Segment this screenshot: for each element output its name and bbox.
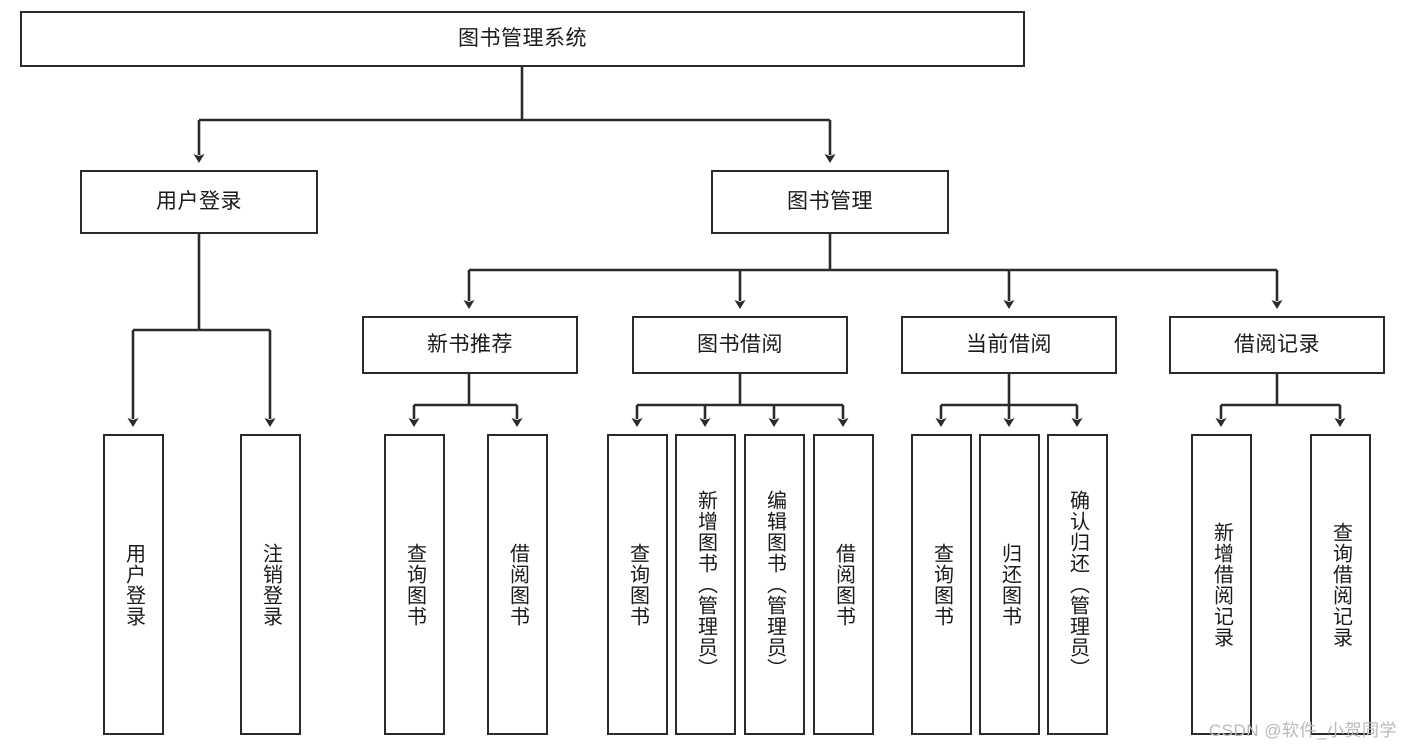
node-borrow-record-label: 借阅记录	[1234, 332, 1320, 356]
leaf-current-borrow-query-label: 查询图书	[930, 542, 953, 627]
leaf-book-borrow-edit[interactable]: 编辑图书（管理员）	[744, 434, 805, 735]
leaf-new-book-borrow-label: 借阅图书	[506, 542, 529, 627]
leaf-book-borrow-borrow-label: 借阅图书	[832, 542, 855, 627]
edge-new-book-to-leaves	[408, 374, 523, 427]
edge-borrow-record-to-leaves	[1215, 374, 1346, 427]
node-book-borrow-label: 图书借阅	[697, 332, 783, 356]
node-new-book-recommend-label: 新书推荐	[427, 332, 513, 356]
leaf-new-book-borrow[interactable]: 借阅图书	[487, 434, 548, 735]
node-user-login[interactable]: 用户登录	[80, 170, 318, 234]
leaf-borrow-record-query-label: 查询借阅记录	[1329, 521, 1352, 648]
node-book-management[interactable]: 图书管理	[711, 170, 949, 234]
leaf-user-login-logout[interactable]: 注销登录	[240, 434, 301, 735]
leaf-current-borrow-confirm-return-label: 确认归还（管理员）	[1066, 490, 1089, 679]
node-current-borrow-label: 当前借阅	[966, 332, 1052, 356]
leaf-user-login-logout-label: 注销登录	[259, 542, 282, 627]
leaf-borrow-record-query[interactable]: 查询借阅记录	[1310, 434, 1371, 735]
leaf-book-borrow-add-label: 新增图书（管理员）	[694, 490, 717, 679]
edge-current-borrow-to-leaves	[935, 374, 1083, 427]
leaf-current-borrow-return[interactable]: 归还图书	[979, 434, 1040, 735]
leaf-current-borrow-confirm-return[interactable]: 确认归还（管理员）	[1047, 434, 1108, 735]
leaf-current-borrow-return-label: 归还图书	[998, 542, 1021, 627]
csdn-watermark: CSDN @软件_小贺同学	[1208, 721, 1397, 740]
edge-book-mgmt-to-level3	[463, 234, 1283, 309]
node-root-system-label: 图书管理系统	[458, 26, 587, 50]
leaf-book-borrow-add[interactable]: 新增图书（管理员）	[675, 434, 736, 735]
node-new-book-recommend[interactable]: 新书推荐	[362, 316, 578, 374]
node-current-borrow[interactable]: 当前借阅	[901, 316, 1117, 374]
node-borrow-record[interactable]: 借阅记录	[1169, 316, 1385, 374]
leaf-current-borrow-query[interactable]: 查询图书	[911, 434, 972, 735]
edge-user-login-to-leaves	[127, 234, 276, 427]
edge-root-to-level2	[193, 67, 836, 163]
leaf-new-book-query-label: 查询图书	[403, 542, 426, 627]
node-book-management-label: 图书管理	[787, 189, 873, 213]
edge-book-borrow-to-leaves	[631, 374, 849, 427]
leaf-book-borrow-query-label: 查询图书	[626, 542, 649, 627]
leaf-borrow-record-add[interactable]: 新增借阅记录	[1191, 434, 1252, 735]
leaf-book-borrow-query[interactable]: 查询图书	[607, 434, 668, 735]
leaf-borrow-record-add-label: 新增借阅记录	[1210, 521, 1233, 648]
leaf-new-book-query[interactable]: 查询图书	[384, 434, 445, 735]
leaf-book-borrow-borrow[interactable]: 借阅图书	[813, 434, 874, 735]
leaf-user-login-login-label: 用户登录	[122, 542, 145, 627]
node-user-login-label: 用户登录	[156, 189, 242, 213]
leaf-user-login-login[interactable]: 用户登录	[103, 434, 164, 735]
node-root-system[interactable]: 图书管理系统	[20, 11, 1025, 67]
leaf-book-borrow-edit-label: 编辑图书（管理员）	[763, 490, 786, 679]
node-book-borrow[interactable]: 图书借阅	[632, 316, 848, 374]
